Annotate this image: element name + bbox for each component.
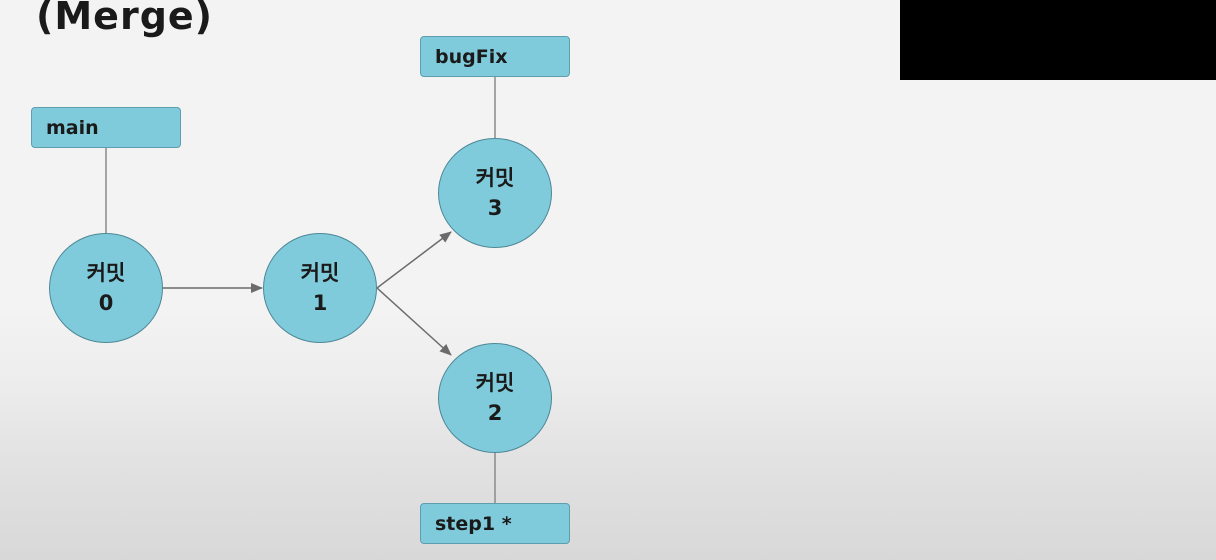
commit-node-0-word: 커밋 [86,261,126,285]
branch-label-main-text: main [46,116,99,139]
branch-label-bugfix-text: bugFix [435,45,508,68]
branch-label-step1-text: step1 * [435,512,512,535]
commit-node-1: 커밋 1 [263,233,377,343]
commit-node-2: 커밋 2 [438,343,552,453]
commit-node-2-number: 2 [487,401,503,425]
video-overlay-box [900,0,1216,80]
commit-node-0: 커밋 0 [49,233,163,343]
commit-node-3-word: 커밋 [475,166,515,190]
branch-label-bugfix: bugFix [420,36,570,77]
edge-commit-1-to-3 [376,231,452,289]
commit-node-1-number: 1 [312,291,328,315]
commit-node-3-number: 3 [487,196,503,220]
branch-label-main: main [31,107,181,148]
commit-node-2-word: 커밋 [475,371,515,395]
commit-node-1-word: 커밋 [300,261,340,285]
edge-commit-1-to-2 [376,287,452,356]
commit-node-3: 커밋 3 [438,138,552,248]
branch-label-step1: step1 * [420,503,570,544]
commit-node-0-number: 0 [98,291,114,315]
page-title: (Merge) [36,0,214,38]
